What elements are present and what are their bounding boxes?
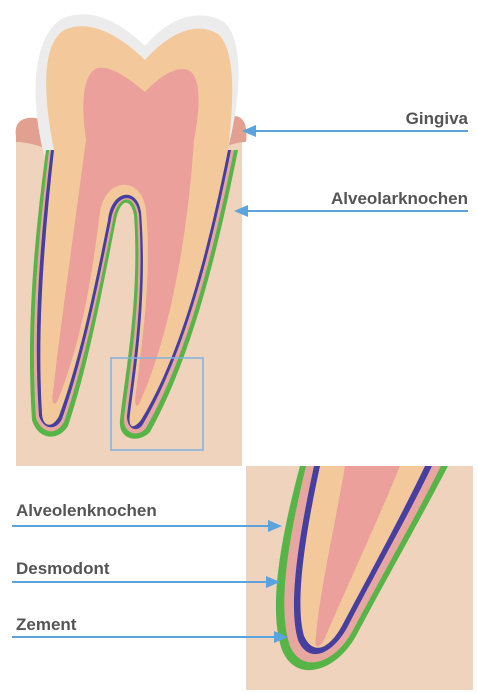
detail-panel (246, 466, 473, 690)
label-alveolenknochen: Alveolenknochen (16, 502, 157, 519)
label-zement: Zement (16, 616, 76, 633)
label-alveolarknochen: Alveolarknochen (331, 190, 468, 207)
label-desmodont: Desmodont (16, 560, 110, 577)
label-gingiva: Gingiva (406, 110, 468, 127)
